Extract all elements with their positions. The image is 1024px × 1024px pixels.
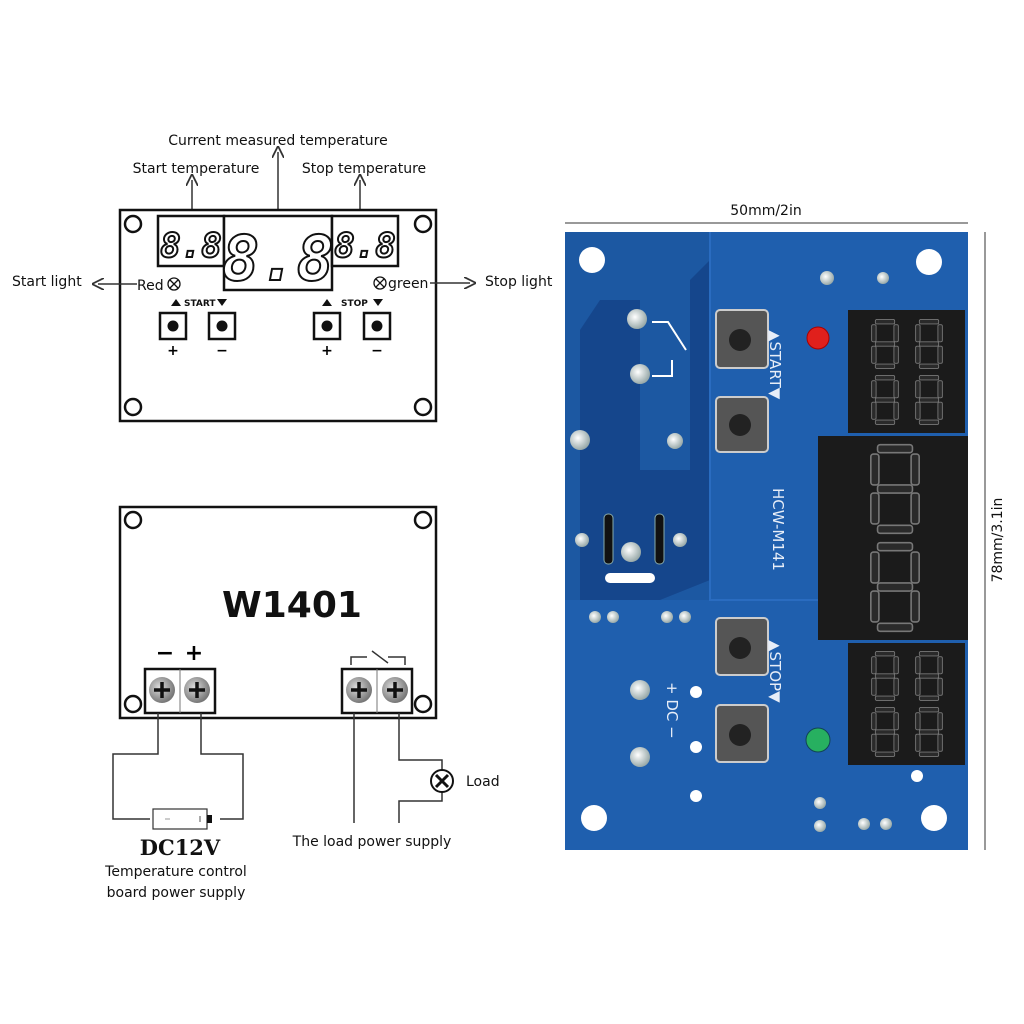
stop-minus-button[interactable] bbox=[362, 311, 392, 341]
plus-label: + bbox=[321, 343, 333, 359]
green-led-label: green bbox=[388, 276, 428, 292]
relay-terminal-block bbox=[340, 650, 414, 715]
red-led-label: Red bbox=[137, 278, 164, 294]
start-plus-button[interactable] bbox=[158, 311, 188, 341]
power-terminal-block bbox=[143, 667, 217, 715]
mount-hole bbox=[123, 510, 143, 530]
stop-up-button[interactable] bbox=[715, 617, 769, 676]
start-group-label: START bbox=[184, 299, 216, 309]
stop-down-button[interactable] bbox=[715, 704, 769, 763]
pcb-photo: 50mm/2in 78mm/3.1in bbox=[565, 203, 1006, 850]
model-title: W1401 bbox=[222, 585, 362, 626]
start-temp-label: Start temperature bbox=[133, 161, 260, 177]
battery-voltage-label: DC12V bbox=[140, 835, 221, 860]
stop-light-label: Stop light bbox=[485, 274, 553, 290]
stop-plus-button[interactable] bbox=[312, 311, 342, 341]
mount-hole bbox=[123, 694, 143, 714]
green-led bbox=[805, 727, 831, 753]
down-triangle-icon bbox=[373, 299, 383, 306]
mount-hole bbox=[123, 397, 143, 417]
power-wires bbox=[112, 713, 244, 820]
silk-bar bbox=[605, 573, 655, 583]
height-dimension-label: 78mm/3.1in bbox=[990, 498, 1006, 583]
start-temp-digits: 8.8 bbox=[160, 226, 221, 266]
minus-label: − bbox=[216, 343, 228, 359]
mount-hole bbox=[413, 214, 433, 234]
stop-temp-display bbox=[330, 214, 400, 268]
slot bbox=[654, 513, 665, 565]
down-triangle-icon bbox=[217, 299, 227, 306]
current-temp-label: Current measured temperature bbox=[168, 133, 387, 149]
mount-hole bbox=[413, 397, 433, 417]
load-wires bbox=[353, 713, 443, 823]
up-triangle-icon bbox=[171, 299, 181, 306]
power-caption-line1: Temperature control bbox=[104, 864, 247, 880]
start-up-button[interactable] bbox=[715, 309, 769, 369]
model-silk-label: HCW-M141 bbox=[769, 488, 787, 571]
current-temp-display bbox=[222, 214, 334, 292]
red-led bbox=[806, 326, 830, 350]
width-dimension-label: 50mm/2in bbox=[730, 203, 801, 219]
current-temp-digits: 8.8 bbox=[222, 222, 334, 295]
slot bbox=[603, 513, 614, 565]
start-temp-led-display bbox=[848, 310, 965, 433]
battery-icon bbox=[152, 808, 212, 830]
power-minus-label: − bbox=[156, 641, 174, 666]
front-panel-diagram: Current measured temperature Start tempe… bbox=[12, 133, 553, 423]
minus-label: − bbox=[371, 343, 383, 359]
current-temp-led-display bbox=[818, 436, 968, 640]
stop-temp-digits: 8.8 bbox=[334, 226, 395, 266]
mount-hole bbox=[123, 214, 143, 234]
load-lamp-icon bbox=[430, 769, 454, 793]
start-temp-display bbox=[156, 214, 226, 268]
load-supply-label: The load power supply bbox=[292, 834, 452, 850]
solder-pads bbox=[570, 271, 923, 832]
power-plus-label: + bbox=[185, 641, 203, 666]
start-minus-button[interactable] bbox=[207, 311, 237, 341]
start-down-button[interactable] bbox=[715, 396, 769, 453]
red-led-icon bbox=[167, 277, 181, 291]
relay-trace bbox=[580, 260, 710, 600]
start-light-label: Start light bbox=[12, 274, 82, 290]
start-silk-label: ▲START▼ bbox=[766, 330, 784, 400]
mount-holes bbox=[579, 247, 947, 831]
relay-silk-symbol bbox=[652, 321, 687, 377]
power-caption-line2: board power supply bbox=[107, 885, 246, 901]
wiring-diagram: W1401 − + DC12V Temperature control boar… bbox=[104, 505, 500, 901]
stop-temp-label: Stop temperature bbox=[302, 161, 426, 177]
plus-label: + bbox=[167, 343, 179, 359]
up-triangle-icon bbox=[322, 299, 332, 306]
load-label: Load bbox=[466, 774, 500, 790]
dc-silk-label: + DC − bbox=[663, 682, 681, 739]
stop-group-label: STOP bbox=[341, 299, 368, 309]
mount-hole bbox=[413, 510, 433, 530]
stop-temp-led-display bbox=[848, 643, 965, 765]
mount-hole bbox=[413, 694, 433, 714]
green-led-icon bbox=[373, 276, 387, 290]
stop-silk-label: ▲STOP▼ bbox=[766, 640, 784, 703]
